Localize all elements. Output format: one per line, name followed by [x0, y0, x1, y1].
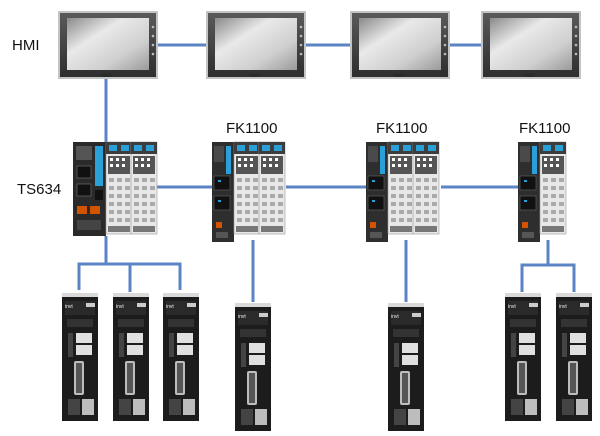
- hmi-label: HMI: [12, 37, 40, 54]
- fk1100-label-1: FK1100: [226, 120, 278, 137]
- network-links: [77, 43, 576, 302]
- servo-drive-1: [62, 293, 98, 421]
- servo-drive-2: [113, 293, 149, 421]
- fk1100-node-1: [211, 141, 286, 243]
- hmi-brand-3: invt: [394, 73, 404, 79]
- drive-brand-6: invt: [508, 304, 516, 310]
- servo-drive-7: [556, 293, 592, 421]
- fk1100-label-3: FK1100: [519, 120, 571, 137]
- hmi-panel-2: [206, 11, 306, 79]
- servo-drive-5: [388, 303, 424, 431]
- hmi-panel-1: [58, 11, 158, 79]
- servo-drive-4: [235, 303, 271, 431]
- drive-brand-7: invt: [559, 304, 567, 310]
- hmi-panel-3: [350, 11, 450, 79]
- ts634-label: TS634: [17, 181, 62, 198]
- drive-brand-1: invt: [65, 304, 73, 310]
- drive-brand-3: invt: [166, 304, 174, 310]
- drive-brand-4: invt: [238, 314, 246, 320]
- hmi-brand-4: invt: [525, 73, 535, 79]
- fk3-drives-bus: [520, 263, 576, 292]
- servo-drive-6: [505, 293, 541, 421]
- servo-drive-3: [163, 293, 199, 421]
- hmi-brand-1: invt: [102, 73, 112, 79]
- hmi-panel-4: [481, 11, 581, 79]
- drive-brand-2: invt: [116, 304, 124, 310]
- hmi-brand-2: invt: [250, 73, 260, 79]
- ts634-controller: [73, 141, 158, 236]
- fk1100-label-2: FK1100: [376, 120, 428, 137]
- drive-brand-5: invt: [391, 314, 399, 320]
- fk1100-node-3: [517, 141, 567, 243]
- fk1100-node-2: [365, 141, 440, 243]
